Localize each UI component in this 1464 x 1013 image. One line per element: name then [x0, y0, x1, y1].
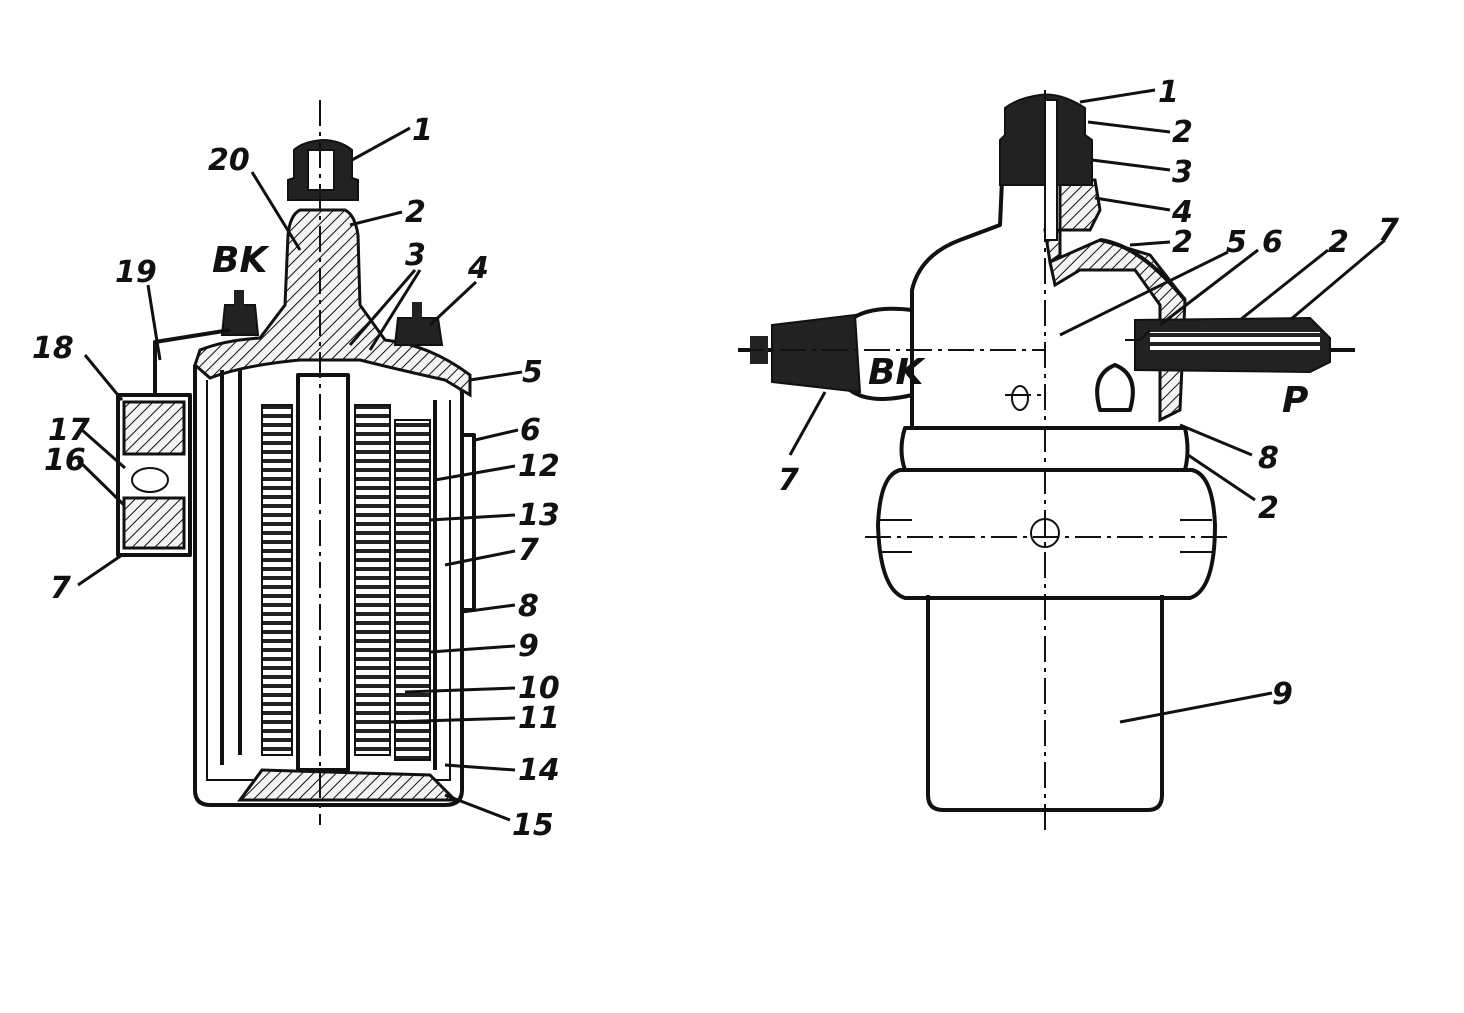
- right-mounting-clamp: [876, 468, 1217, 600]
- right-callout-2-d: 2: [1258, 491, 1279, 526]
- left-callout-17: 17: [48, 413, 90, 448]
- right-callout-6: 6: [1262, 225, 1283, 260]
- left-callout-19: 19: [115, 255, 157, 290]
- left-secondary-winding-left: [261, 404, 293, 756]
- left-bottom-insulator: [237, 768, 459, 802]
- right-callout-5: 5: [1226, 225, 1247, 260]
- left-terminal-label-bk: BK: [212, 240, 270, 281]
- left-callout-18: 18: [32, 331, 74, 366]
- left-callout-8: 8: [518, 589, 539, 624]
- left-bk-terminal: [220, 304, 260, 336]
- right-bk-terminal: [771, 313, 862, 394]
- right-terminal-label-bk: BK: [868, 352, 926, 393]
- right-callout-1: 1: [1158, 75, 1179, 110]
- left-callout-20: 20: [208, 143, 250, 178]
- left-callout-10: 10: [518, 671, 560, 706]
- left-callout-2: 2: [405, 195, 426, 230]
- left-callout-11: 11: [518, 701, 560, 736]
- right-callout-2-c: 2: [1328, 225, 1349, 260]
- left-callout-3: 3: [405, 238, 426, 273]
- left-callout-16: 16: [44, 443, 86, 478]
- left-callout-1: 1: [412, 113, 433, 148]
- right-callout-8: 8: [1258, 441, 1279, 476]
- left-primary-winding: [394, 419, 431, 761]
- right-callout-2-a: 2: [1172, 115, 1193, 150]
- left-secondary-winding-right: [354, 404, 391, 756]
- left-callout-7-left: 7: [50, 571, 71, 606]
- left-callout-14: 14: [518, 753, 560, 788]
- right-callout-2-b: 2: [1172, 225, 1193, 260]
- left-callout-5: 5: [522, 355, 543, 390]
- left-callout-9: 9: [518, 629, 539, 664]
- left-callout-13: 13: [518, 498, 560, 533]
- right-callout-7-left: 7: [778, 463, 799, 498]
- left-resistor-housing: [116, 393, 192, 557]
- left-callout-7-right: 7: [518, 533, 539, 568]
- left-connector-wire: [153, 328, 231, 395]
- left-core: [296, 373, 350, 772]
- right-exterior-view: 1 2 3 4 2 5 6 2 7 7 8 2 9 BK P: [738, 75, 1399, 830]
- left-insulating-cap: [193, 208, 472, 398]
- right-cover: [910, 178, 1045, 428]
- left-callout-4: 4: [467, 251, 489, 286]
- right-flange: [899, 426, 1190, 472]
- left-callout-15: 15: [512, 808, 554, 843]
- right-callout-9: 9: [1272, 677, 1293, 712]
- right-callout-7-right: 7: [1378, 213, 1399, 248]
- left-callout-12: 12: [518, 449, 560, 484]
- right-callout-3: 3: [1172, 155, 1193, 190]
- right-terminal-label-p: P: [1282, 380, 1308, 421]
- right-callout-4: 4: [1171, 195, 1193, 230]
- left-section-view: 1 2 20 3 4 19 18 5 6 17 16 12 13 7 7 8 9…: [32, 100, 560, 843]
- left-callout-6: 6: [520, 413, 541, 448]
